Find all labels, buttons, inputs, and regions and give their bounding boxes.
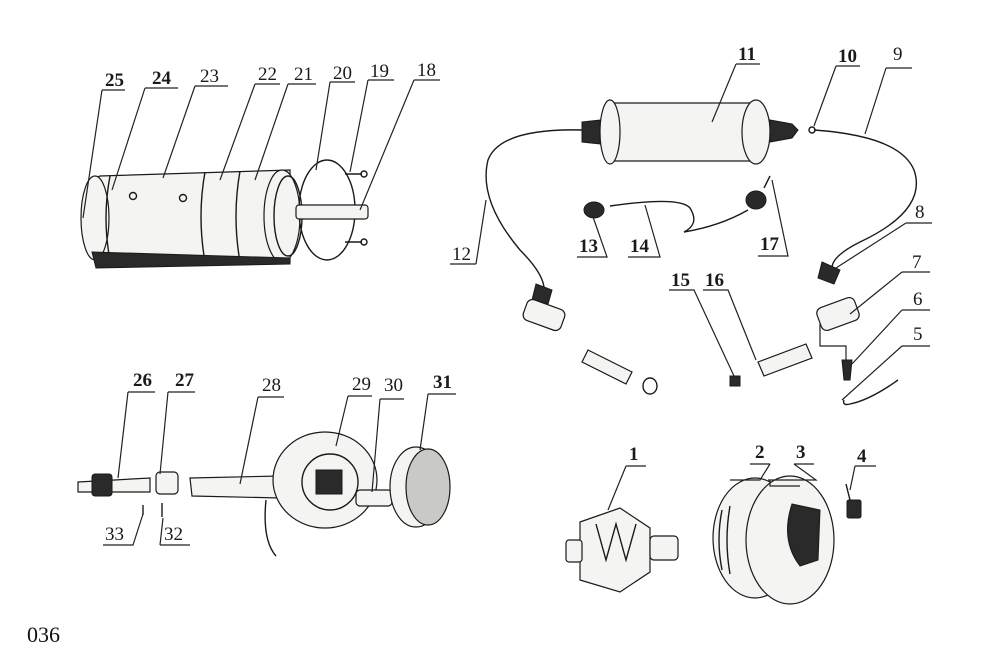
label-24: 24	[152, 68, 172, 89]
label-5: 5	[913, 324, 923, 345]
callouts-alternator: 1 2 3 4	[607, 442, 876, 511]
label-11: 11	[738, 44, 756, 65]
label-2: 2	[755, 442, 765, 463]
label-18: 18	[417, 60, 436, 81]
label-10: 10	[838, 46, 857, 67]
label-15: 15	[671, 270, 690, 291]
label-28: 28	[262, 375, 281, 396]
label-22: 22	[258, 64, 277, 85]
label-23: 23	[200, 66, 219, 87]
label-25: 25	[105, 70, 124, 91]
label-27: 27	[175, 370, 195, 391]
label-4: 4	[857, 446, 867, 467]
label-8: 8	[915, 202, 925, 223]
label-21: 21	[294, 64, 313, 85]
label-26: 26	[133, 370, 152, 391]
label-14: 14	[630, 236, 650, 257]
label-9: 9	[893, 44, 903, 65]
label-16: 16	[705, 270, 724, 291]
label-13: 13	[579, 236, 598, 257]
starter-motor-assembly	[80, 159, 369, 269]
label-7: 7	[912, 252, 922, 273]
label-17: 17	[760, 234, 780, 255]
label-6: 6	[913, 289, 923, 310]
label-3: 3	[796, 442, 806, 463]
callouts-coil: 11 10 9 12 13 14 17 8 7 6 5 15 16	[450, 44, 932, 401]
callouts-distributor: 26 27 28 29 30 31 33 32	[103, 370, 456, 546]
alternator-assembly	[565, 475, 862, 605]
label-30: 30	[384, 375, 403, 396]
label-31: 31	[433, 372, 452, 393]
label-12: 12	[452, 244, 471, 265]
label-29: 29	[352, 374, 371, 395]
label-1: 1	[629, 444, 639, 465]
label-33: 33	[105, 524, 124, 545]
distributor-assembly	[77, 431, 451, 557]
callouts-starter: 25 24 23 22 21 20 19 18	[82, 60, 440, 219]
label-20: 20	[333, 63, 352, 84]
ignition-coil-assembly	[485, 99, 918, 406]
label-32: 32	[164, 524, 183, 545]
label-19: 19	[370, 61, 389, 82]
page-number: 036	[27, 622, 60, 647]
